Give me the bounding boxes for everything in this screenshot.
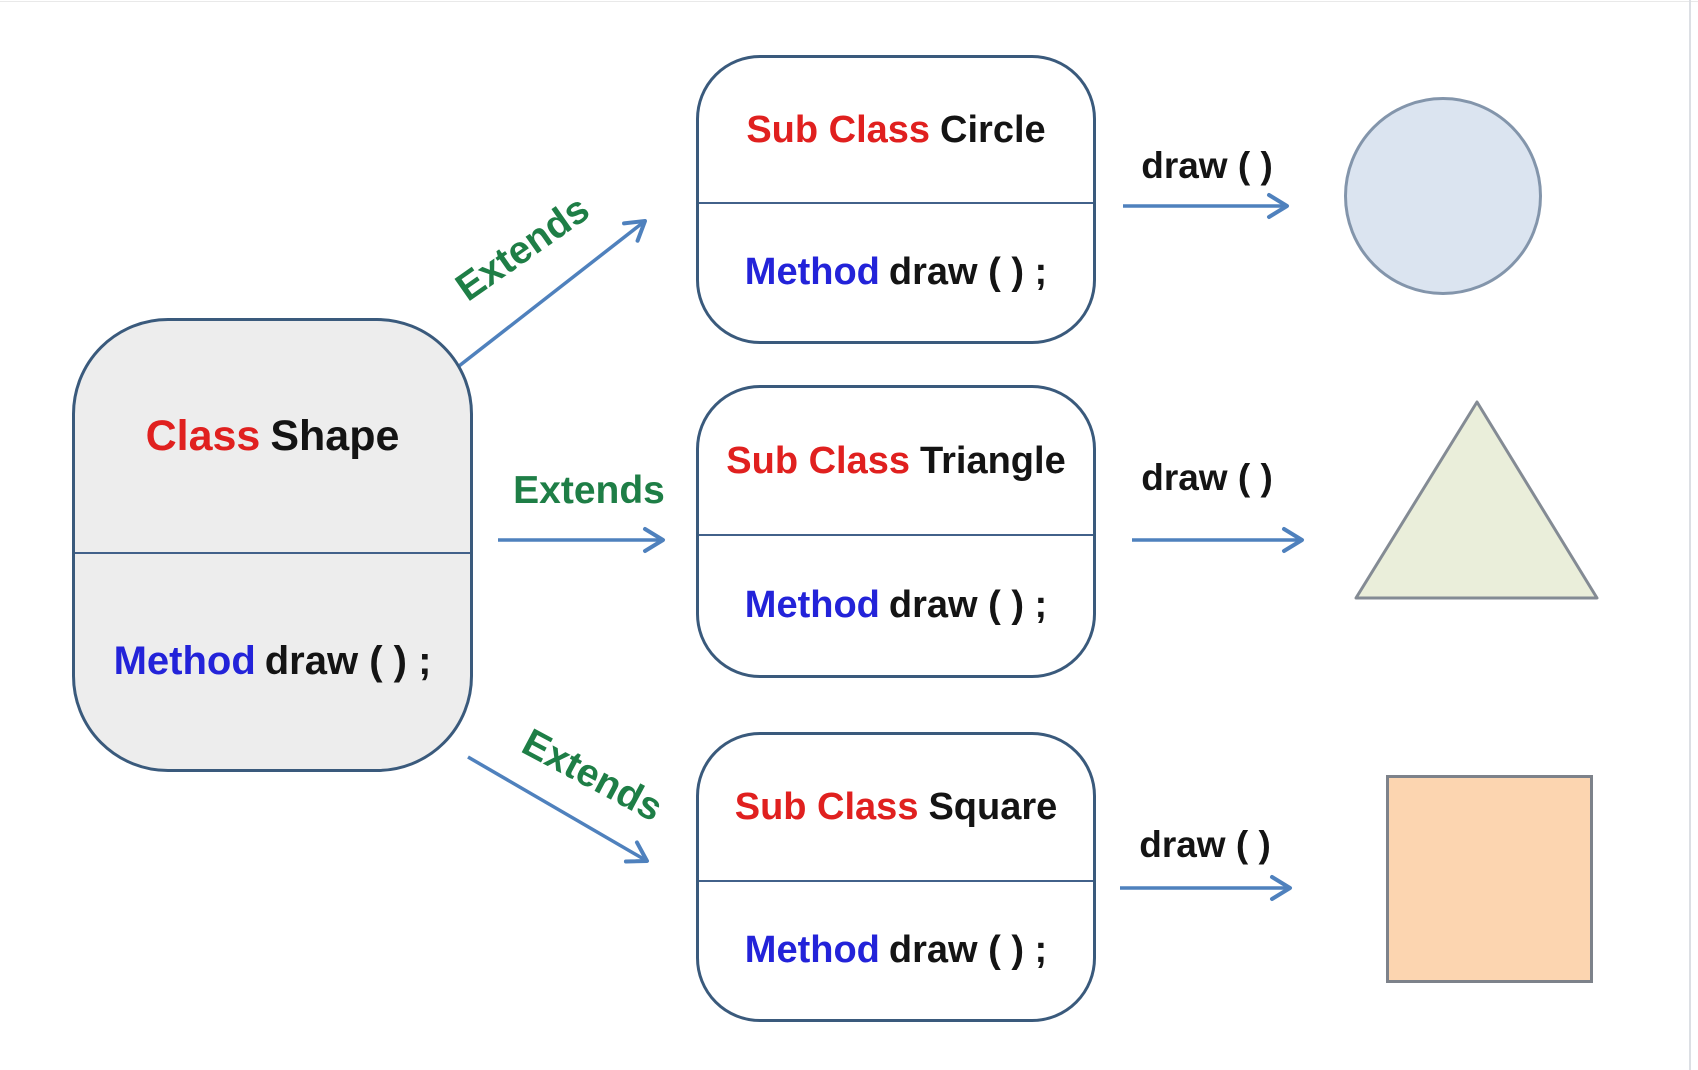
base-class-box: Class Shape Method draw ( ) ; <box>72 318 473 772</box>
subclass-circle-title: Sub Class Circle <box>699 58 1093 202</box>
subclass-name: Circle <box>940 108 1046 151</box>
square-shape <box>1386 775 1593 983</box>
subclass-keyword: Sub Class <box>726 439 910 482</box>
method-signature: draw ( ) ; <box>888 251 1048 294</box>
subclass-triangle-title: Sub Class Triangle <box>699 388 1093 534</box>
draw-call-label-triangle: draw ( ) <box>1141 457 1273 498</box>
method-keyword: Method <box>744 928 880 971</box>
extends-label-triangle: Extends <box>513 469 665 512</box>
subclass-name: Square <box>928 785 1058 828</box>
right-border-line <box>1689 0 1691 1070</box>
subclass-name: Triangle <box>920 439 1066 482</box>
method-keyword: Method <box>744 584 880 627</box>
base-class-title: Class Shape <box>75 321 470 552</box>
base-class-method-row: Method draw ( ) ; <box>75 551 470 769</box>
draw-call-label-circle: draw ( ) <box>1141 145 1273 186</box>
method-keyword: Method <box>744 251 880 294</box>
draw-call-label-square: draw ( ) <box>1139 824 1271 865</box>
method-signature: draw ( ) ; <box>888 584 1048 627</box>
subclass-circle-method-row: Method draw ( ) ; <box>699 202 1093 341</box>
method-signature: draw ( ) ; <box>264 638 432 683</box>
extends-arrow-circle <box>448 218 647 375</box>
subclass-square-box: Sub Class Square Method draw ( ) ; <box>696 732 1096 1022</box>
subclass-square-method-row: Method draw ( ) ; <box>699 879 1093 1019</box>
method-signature: draw ( ) ; <box>888 928 1048 971</box>
subclass-triangle-box: Sub Class Triangle Method draw ( ) ; <box>696 385 1096 678</box>
method-keyword: Method <box>113 638 256 683</box>
triangle-shape <box>1354 400 1599 600</box>
subclass-triangle-method-row: Method draw ( ) ; <box>699 534 1093 675</box>
circle-shape <box>1344 97 1542 295</box>
subclass-keyword: Sub Class <box>746 108 931 151</box>
extends-arrow-square <box>467 755 649 864</box>
subclass-square-title: Sub Class Square <box>699 735 1093 880</box>
class-name: Shape <box>270 411 400 460</box>
subclass-keyword: Sub Class <box>734 785 919 828</box>
top-border-line <box>0 1 1698 2</box>
class-keyword: Class <box>145 411 261 460</box>
subclass-circle-box: Sub Class Circle Method draw ( ) ; <box>696 55 1096 344</box>
